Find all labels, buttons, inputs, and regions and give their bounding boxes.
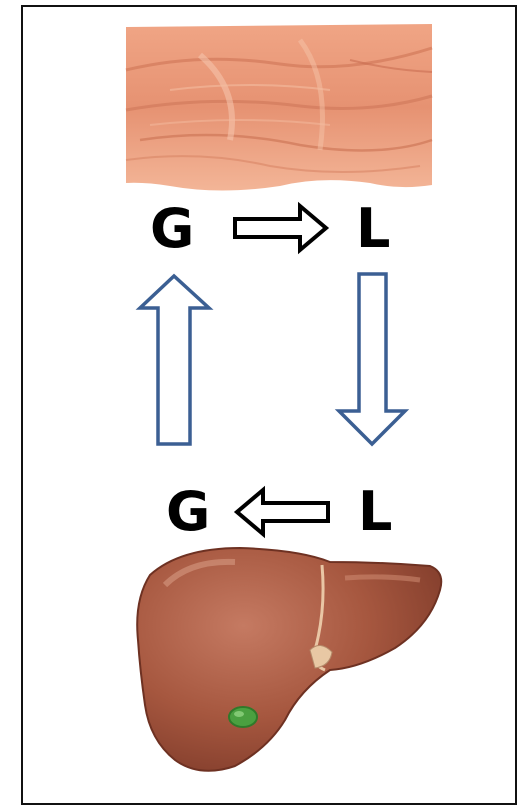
arrow-right-icon <box>235 206 326 250</box>
top-left-label: G <box>150 202 194 256</box>
cycle-diagram <box>0 0 524 788</box>
bottom-left-label: G <box>166 485 210 539</box>
bottom-right-label: L <box>358 485 392 539</box>
liver-image <box>137 548 441 771</box>
top-right-label: L <box>356 202 390 256</box>
arrow-left-icon <box>237 490 328 534</box>
muscle-image <box>126 24 432 191</box>
arrow-down-icon <box>339 274 405 444</box>
arrow-up-icon <box>140 276 209 444</box>
